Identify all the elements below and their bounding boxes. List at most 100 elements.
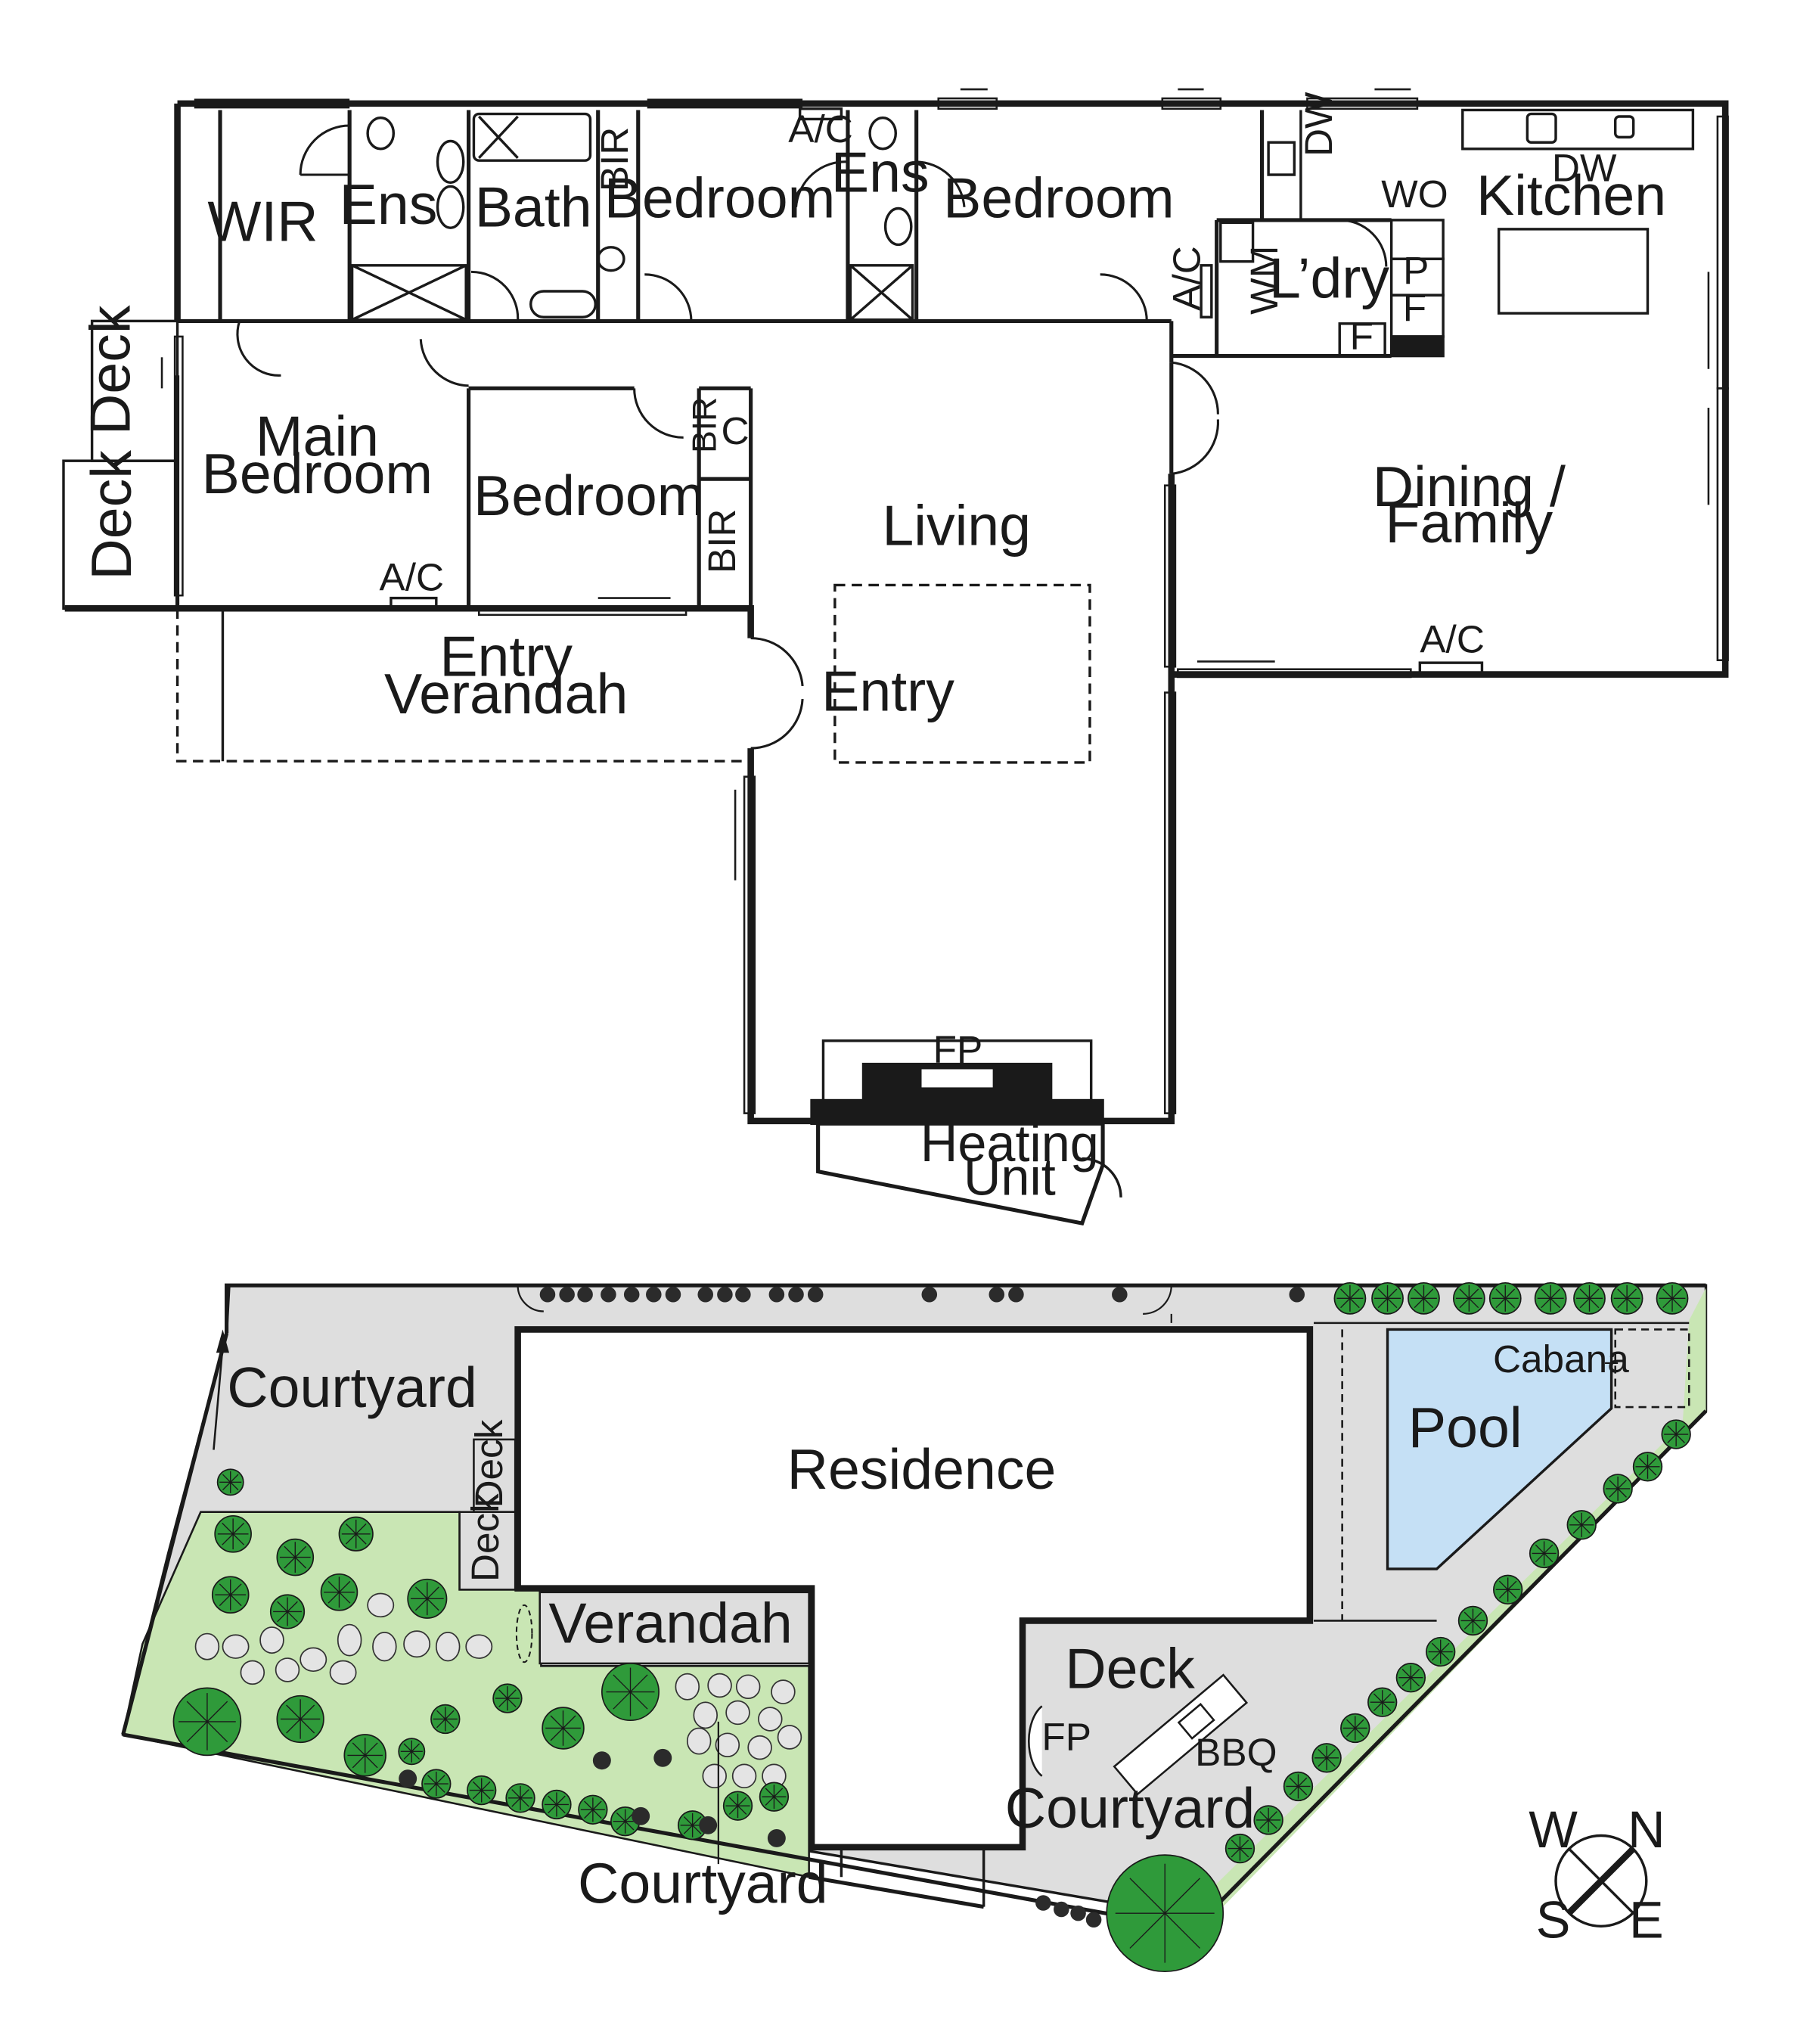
tree-icon (1566, 1510, 1597, 1540)
tree-icon (1311, 1743, 1342, 1773)
tree-icon (1656, 1281, 1689, 1315)
fixture-ac-dining: A/C (1420, 617, 1485, 660)
fixture-ac-main: A/C (380, 555, 445, 598)
room-heating-line2: Unit (964, 1148, 1056, 1206)
deck-upper-box (473, 1438, 517, 1513)
deck-lower-box (458, 1511, 517, 1591)
room-dining-line2: Family (1386, 491, 1553, 554)
tree-icon (269, 1594, 306, 1629)
label-deck-upper: Deck (78, 305, 141, 435)
fixture-pantry: P (1403, 249, 1429, 292)
tree-icon (211, 1576, 250, 1614)
shrub-icon (653, 1748, 672, 1767)
shrub-icon (1054, 1901, 1069, 1918)
compass-s: S (1536, 1891, 1571, 1949)
tree-icon (1573, 1281, 1606, 1315)
shrub-icon (1070, 1905, 1086, 1921)
stepping-stones (194, 1592, 802, 1789)
tree-icon (492, 1683, 523, 1713)
room-living: Living (882, 493, 1031, 557)
interior-walls (175, 110, 1392, 609)
tree-icon (1488, 1281, 1522, 1315)
floor-plan (62, 88, 1729, 1226)
fixture-dw-1: DW (1297, 92, 1340, 157)
room-wir: WIR (207, 189, 318, 253)
room-entry-verandah-line1: Entry (439, 624, 573, 688)
shrub-icon (1085, 1912, 1102, 1928)
shrub-icon (699, 1816, 718, 1834)
site-plan-labels: Courtyard Residence Pool Cabana Deck Dec… (227, 1337, 1629, 1915)
tree-icon (542, 1707, 585, 1750)
label-bir-3: BIR (700, 508, 743, 573)
room-bath: Bath (475, 175, 592, 238)
fixture-fireplace: FP (933, 1028, 983, 1071)
label-courtyard-se: Courtyard (1005, 1776, 1255, 1840)
room-kitchen: Kitchen (1476, 163, 1666, 227)
site-plan (121, 1281, 1708, 1973)
fixture-dw-2: DW (1552, 147, 1617, 190)
fixture-wm: WM (1243, 246, 1286, 315)
tree-icon (1610, 1281, 1643, 1315)
label-residence: Residence (787, 1437, 1057, 1501)
cabana-outline (1614, 1328, 1690, 1409)
tree-icon (1371, 1281, 1404, 1315)
fixture-ac-laundry: A/C (1165, 246, 1208, 311)
shrub-icon (632, 1806, 650, 1825)
tree-icon (343, 1734, 386, 1777)
tree-icon (1603, 1474, 1633, 1504)
tree-icon (467, 1775, 497, 1806)
label-deck-se: Deck (1065, 1636, 1195, 1700)
tree-icon (276, 1538, 315, 1576)
tree-icon (1408, 1281, 1440, 1315)
tree-icon (542, 1789, 572, 1820)
room-bedroom-1: Bedroom (604, 166, 835, 229)
fixture-fridge-1: F (1403, 286, 1426, 329)
room-ensuite-1: Ens (340, 172, 438, 236)
bbq (1113, 1673, 1249, 1796)
tree-icon (1106, 1854, 1224, 1973)
tree-icon (172, 1687, 242, 1757)
shrub-icon (767, 1828, 786, 1847)
label-verandah: Verandah (548, 1592, 792, 1655)
right-windows (1716, 115, 1729, 662)
label-deck-1: Deck (467, 1419, 511, 1508)
label-deck-2: Deck (464, 1493, 507, 1582)
tree-icon (1632, 1452, 1663, 1482)
floor-plan-labels: WIR Ens Bath BIR Bedroom Ens Bedroom Kit… (78, 92, 1666, 1206)
shrubs (399, 1748, 1102, 1928)
room-entry-verandah-line2: Verandah (384, 662, 628, 725)
label-bir-2: BIR (686, 397, 723, 453)
tree-icon (407, 1578, 448, 1619)
verandah-area (539, 1591, 810, 1665)
fixture-cupboard: C (722, 409, 750, 452)
tree-icon (338, 1516, 374, 1552)
compass-e: E (1629, 1891, 1664, 1949)
label-bir-1: BIR (593, 127, 636, 192)
tree-icon (216, 1468, 244, 1496)
shrub-icon (592, 1751, 611, 1770)
room-main-bedroom-line2: Bedroom (202, 442, 433, 505)
tree-icon (1457, 1605, 1488, 1636)
tree-icon (320, 1573, 358, 1611)
exterior-walls (64, 100, 1729, 1125)
label-deck-lower: Deck (79, 450, 143, 580)
tree-icon (1340, 1713, 1370, 1744)
tree-icon (1283, 1771, 1314, 1802)
north-hedge (539, 1286, 1305, 1303)
fixture-wo: WO (1381, 172, 1448, 216)
tree-icon (276, 1695, 324, 1744)
tree-icon (1333, 1281, 1367, 1315)
tree-icon (759, 1782, 790, 1812)
room-dining-line1: Dining / (1373, 455, 1566, 518)
residence-outline (514, 1326, 1314, 1851)
top-windows (194, 97, 1419, 110)
room-ensuite-2: Ens (831, 140, 930, 203)
tree-icon (1395, 1663, 1426, 1693)
compass-w: W (1529, 1800, 1578, 1859)
tree-icon (1493, 1574, 1523, 1605)
slide-arrows (160, 88, 1710, 881)
room-bedroom-2: Bedroom (943, 166, 1174, 229)
tree-icon (1452, 1281, 1485, 1315)
label-bbq: BBQ (1195, 1731, 1277, 1774)
